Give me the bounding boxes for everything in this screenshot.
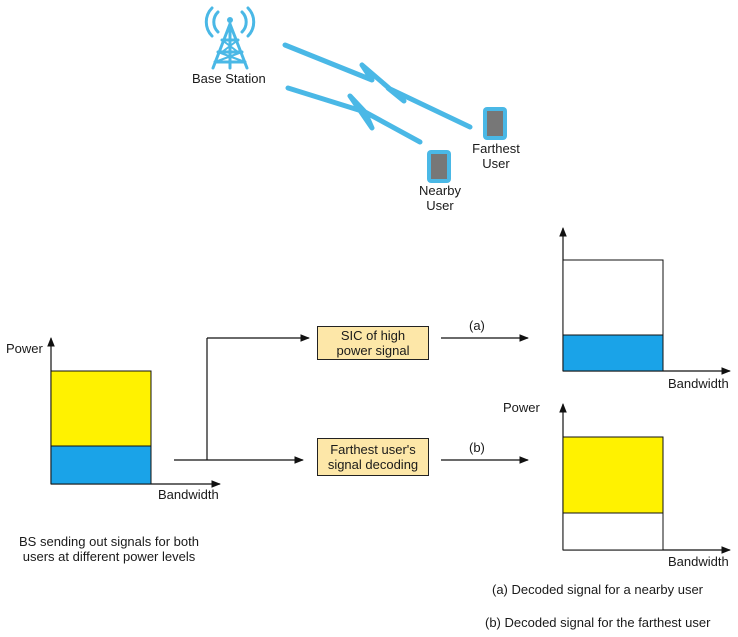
nearby-user-label-line2: User: [426, 198, 454, 213]
legend-a: (a) Decoded signal for a nearby user: [492, 582, 704, 597]
base-station-icon: [204, 6, 256, 70]
right-bottom-chart-y-label: Power: [503, 400, 540, 415]
sic-process-box-line2: power signal: [336, 343, 410, 358]
farthest-decoding-box-line2: signal decoding: [327, 457, 419, 472]
legend-b: (b) Decoded signal for the farthest user: [485, 615, 711, 630]
farthest-user-label-line2: User: [482, 156, 510, 171]
branch-connectors: [174, 334, 529, 464]
right-top-chart-x-label: Bandwidth: [668, 376, 729, 391]
sic-process-box-line1: SIC of high: [340, 328, 406, 343]
branch-label-a: (a): [469, 318, 485, 333]
left-chart-high-power-signal: [50, 370, 152, 447]
farthest-user-label-line1: Farthest: [472, 141, 520, 156]
nearby-user-label-line1: Nearby: [419, 183, 461, 198]
left-chart-caption-line2: users at different power levels: [22, 549, 196, 564]
right-bottom-chart-x-label: Bandwidth: [668, 554, 729, 569]
nearby-user-phone-icon: [427, 150, 451, 183]
right-top-chart-low-power-signal: [562, 334, 664, 372]
farthest-user-phone-icon: [483, 107, 507, 140]
left-chart-caption: BS sending out signals for both users at…: [0, 534, 218, 564]
sic-process-box: SIC of high power signal: [317, 326, 429, 360]
branch-label-b: (b): [469, 440, 485, 455]
farthest-decoding-box-line1: Farthest user's: [330, 442, 416, 457]
farthest-user-label: Farthest User: [468, 141, 524, 171]
left-chart-caption-line1: BS sending out signals for both: [19, 534, 199, 549]
nearby-user-label: Nearby User: [412, 183, 468, 213]
signal-to-farthest-user: [282, 42, 473, 130]
farthest-decoding-box: Farthest user's signal decoding: [317, 438, 429, 476]
left-chart-x-label: Bandwidth: [158, 487, 219, 502]
signal-to-nearby-user: [285, 85, 423, 145]
right-bottom-chart-high-power-signal: [562, 436, 664, 514]
base-station-label: Base Station: [192, 71, 266, 86]
left-chart-y-label: Power: [6, 341, 43, 356]
left-chart-low-power-signal: [50, 445, 152, 485]
